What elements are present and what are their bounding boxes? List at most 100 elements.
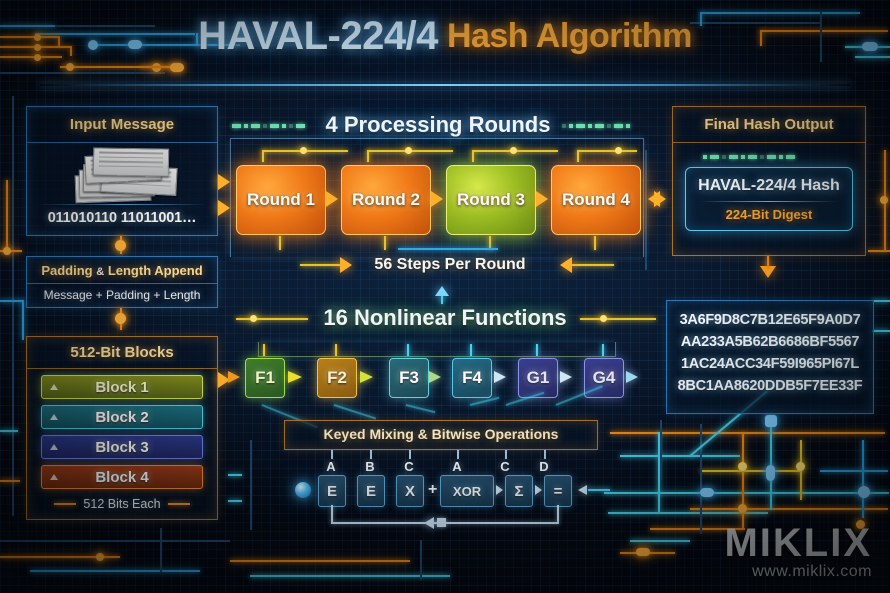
arrow-round1-to-round2: [326, 191, 338, 207]
arrow-input-to-rounds-lower: [218, 200, 230, 216]
connector-output-digest: [767, 256, 769, 268]
function-label: F1: [255, 368, 275, 387]
mix-cell-e2[interactable]: E: [357, 475, 385, 507]
round-box-2[interactable]: Round 2: [341, 165, 431, 235]
round-box-4[interactable]: Round 4: [551, 165, 641, 235]
digest-line-2: AA233A5B62B6686BF5567: [680, 334, 860, 350]
connector-functions-up: [441, 296, 443, 304]
arrow-mixing-output: [578, 485, 587, 495]
block-item-1[interactable]: Block 1: [41, 375, 203, 399]
digest-line-4: 8BC1AA8620DDB5F7EE33F: [677, 378, 863, 394]
input-binary-text: 011010110 11011001…: [47, 210, 197, 226]
document-stack-icon: [27, 146, 217, 204]
digest-line-3: 1AC24ACC34F59I965PI67L: [681, 356, 859, 372]
input-message-heading: Input Message: [69, 116, 175, 133]
steps-line-right: [572, 264, 614, 266]
arrow-out-of-g4: [626, 371, 638, 383]
digest-hex-panel: 3A6F9D8C7B12E65F9A0D7 AA233A5B62B6686BF5…: [666, 300, 874, 414]
blocks-heading: 512-Bit Blocks: [70, 344, 174, 361]
decor-dots-left: [232, 124, 305, 128]
mix-label-c2: C: [500, 459, 510, 474]
arrow-g1-to-g4: [560, 371, 572, 383]
hash-result-box: HAVAL-224/4 Hash 224-Bit Digest: [685, 167, 853, 231]
block-item-2[interactable]: Block 2: [41, 405, 203, 429]
triangle-icon: [50, 384, 58, 390]
mix-cell-label: Σ: [514, 482, 524, 500]
block-label: Block 4: [95, 468, 149, 486]
mix-label-a1: A: [326, 459, 336, 474]
function-label: F2: [327, 368, 347, 387]
function-label: G4: [592, 368, 616, 387]
mix-cell-label: E: [326, 482, 337, 500]
title-underline: [40, 84, 850, 86]
block-label: Block 1: [95, 378, 149, 396]
blocks-footer: 512 Bits Each: [27, 497, 217, 511]
function-box-f1[interactable]: F1: [245, 358, 285, 398]
function-label: F3: [399, 368, 419, 387]
mix-cell-label: E: [365, 482, 376, 500]
function-box-g1[interactable]: G1: [518, 358, 558, 398]
final-hash-output-panel: Final Hash Output HAVAL-224/4 Hash 224-B…: [672, 106, 866, 256]
function-box-f4[interactable]: F4: [452, 358, 492, 398]
mix-cell-xor[interactable]: XOR: [440, 475, 494, 507]
round-box-1[interactable]: Round 1: [236, 165, 326, 235]
round-box-3[interactable]: Round 3: [446, 165, 536, 235]
steps-underline: [398, 248, 498, 250]
function-box-f3[interactable]: F3: [389, 358, 429, 398]
divider: [27, 368, 217, 369]
mix-label-b: B: [365, 459, 375, 474]
mix-cell-label: =: [553, 482, 563, 500]
output-decor-dots: [703, 155, 795, 159]
padding-formula: Message + Padding + Length: [43, 288, 201, 302]
mix-output-line: [588, 489, 610, 491]
block-item-3[interactable]: Block 3: [41, 435, 203, 459]
padding-heading-rest: Length Append: [107, 263, 203, 278]
arrow-f3-to-f4: [429, 371, 441, 383]
steps-line-left: [300, 264, 342, 266]
dash-right: [167, 503, 190, 505]
digest-line-1: 3A6F9D8C7B12E65F9A0D7: [679, 312, 861, 328]
function-box-f2[interactable]: F2: [317, 358, 357, 398]
watermark-brand: MIKLIX: [724, 521, 872, 565]
arrow-rounds-to-output: [654, 191, 666, 207]
arrow-input-to-rounds-upper: [218, 174, 230, 190]
blocks-footer-label: 512 Bits Each: [83, 497, 161, 511]
round-label: Round 4: [562, 190, 630, 209]
arrow-round3-to-round4: [536, 191, 548, 207]
round-label: Round 3: [457, 190, 525, 209]
mix-cell-e1[interactable]: E: [318, 475, 346, 507]
block-item-4[interactable]: Block 4: [41, 465, 203, 489]
arrow-xor-to-sigma: [496, 485, 503, 495]
divider: [700, 201, 838, 202]
block-label: Block 2: [95, 408, 149, 426]
arrow-into-f1: [228, 371, 240, 383]
digest-size-label: 224-Bit Digest: [725, 207, 813, 222]
input-message-panel: Input Message 011010110 11011001…: [26, 106, 218, 236]
mix-label-c1: C: [404, 459, 414, 474]
mix-cell-sigma[interactable]: Σ: [505, 475, 533, 507]
title-primary: HAVAL-224/4: [198, 14, 438, 58]
divider: [27, 283, 217, 284]
mix-cell-equals[interactable]: =: [544, 475, 572, 507]
decor-dots-right: [562, 124, 630, 128]
mix-source-orb: [295, 482, 311, 498]
watermark: MIKLIX www.miklix.com: [724, 521, 872, 581]
padding-heading: Padding & Length Append: [27, 257, 217, 278]
mix-cell-x[interactable]: X: [396, 475, 424, 507]
feedback-arrow: [424, 517, 434, 529]
function-label: G1: [526, 368, 550, 387]
block-label: Block 3: [95, 438, 149, 456]
mix-plus-sign: +: [428, 481, 438, 498]
functions-bracket: [258, 342, 616, 357]
arrow-functions-to-steps: [435, 286, 449, 296]
round-label: Round 1: [247, 190, 315, 209]
padding-heading-main: Padding: [41, 263, 93, 278]
function-label: F4: [462, 368, 482, 387]
arrow-f2-to-f3: [360, 371, 373, 383]
keyed-mixing-panel: Keyed Mixing & Bitwise Operations: [284, 420, 598, 450]
arrow-f4-to-g1: [494, 371, 506, 383]
round-label: Round 2: [352, 190, 420, 209]
arrow-steps-left: [340, 257, 352, 273]
